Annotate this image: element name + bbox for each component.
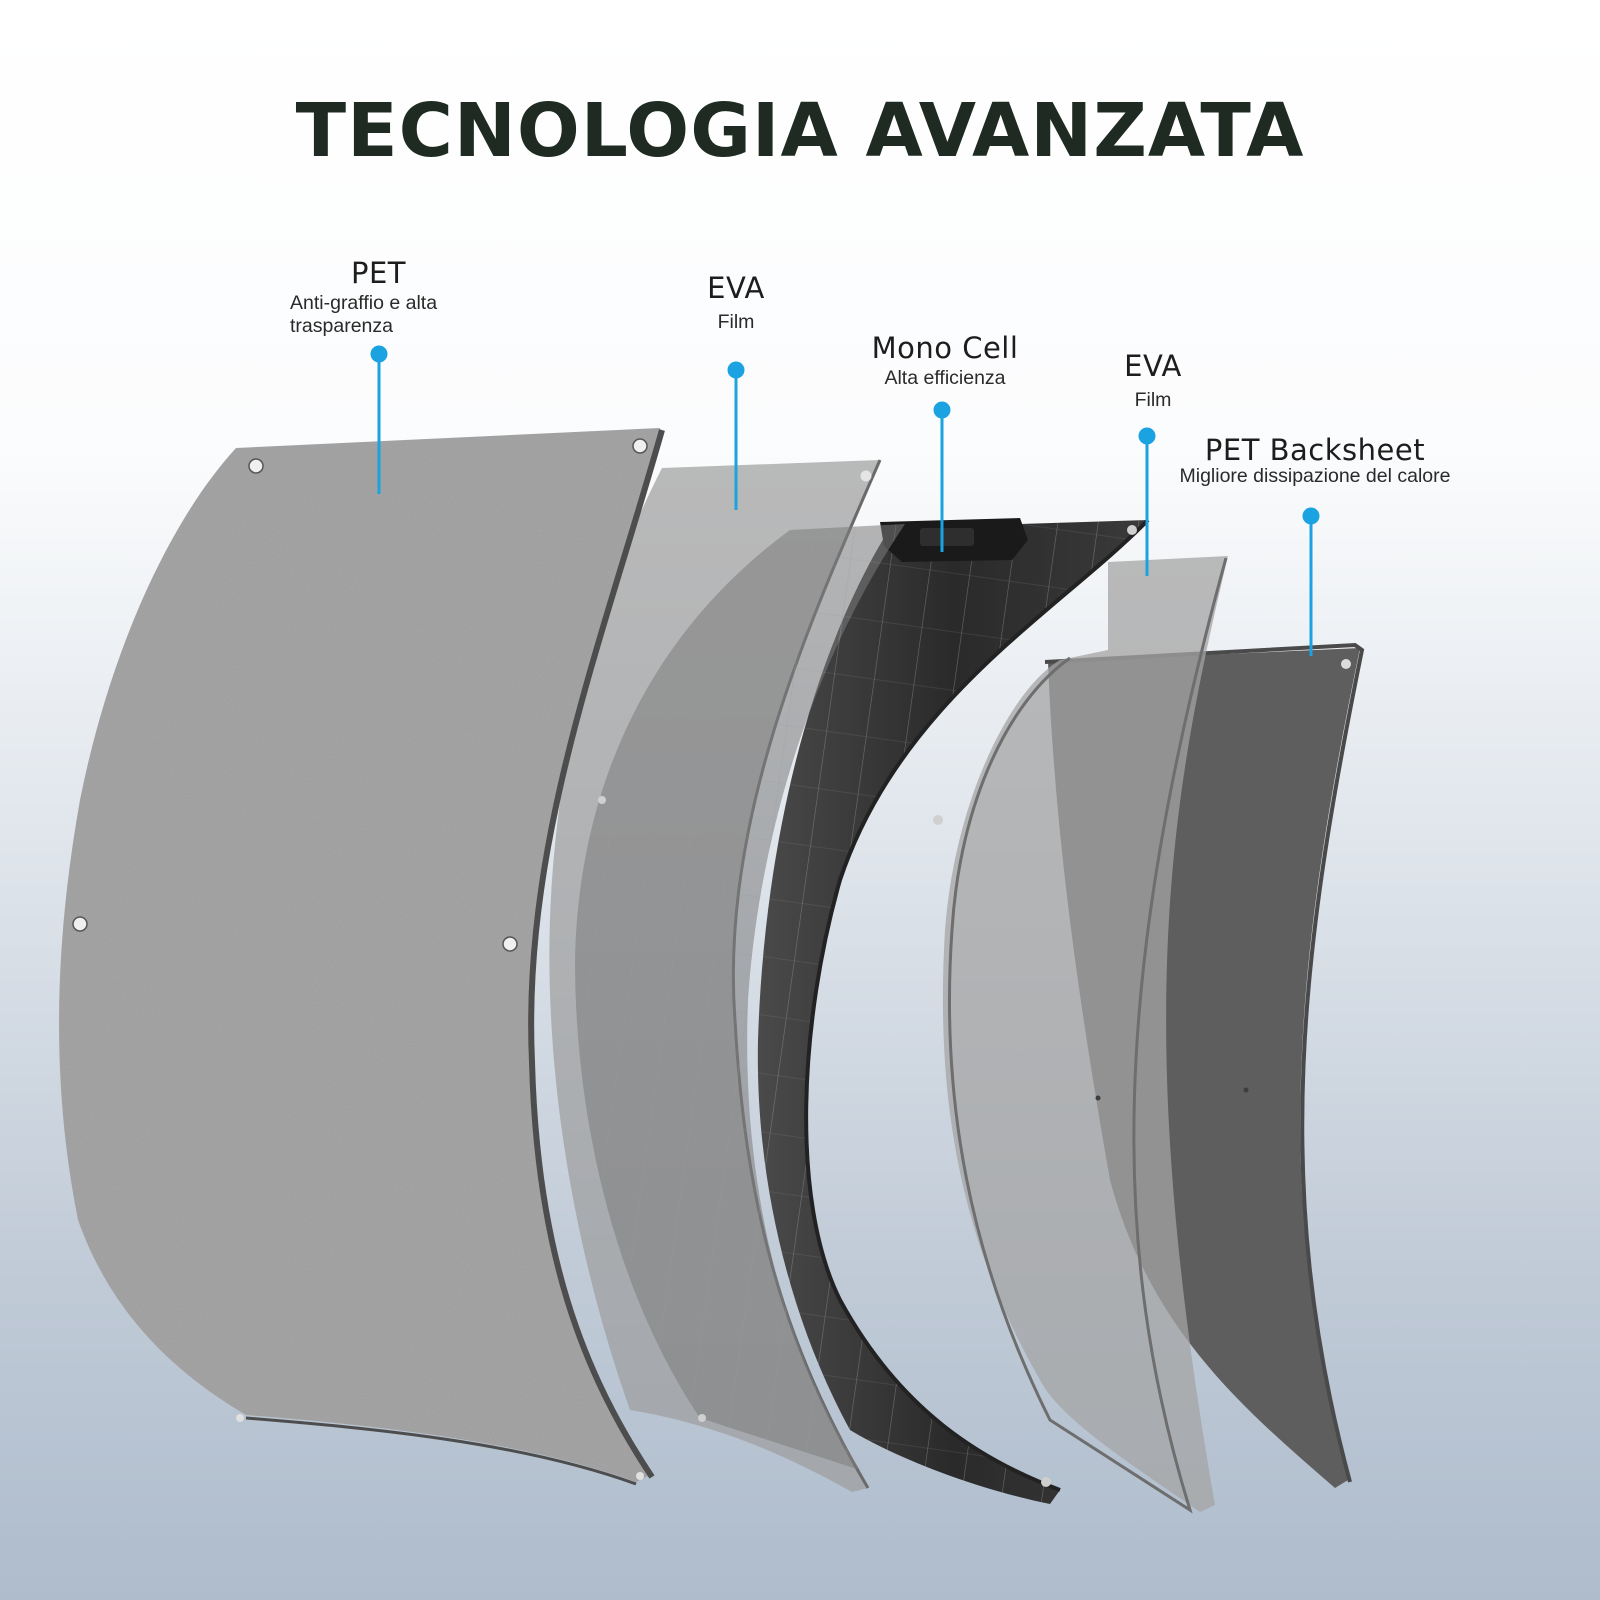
label-eva-back: EVA Film [1103,352,1203,411]
mono-cell-layer [757,518,1150,1504]
eva-back-layer [942,556,1228,1514]
label-mono-cell-desc: Alta efficienza [884,367,1006,389]
callout-pet-backsheet [1302,507,1320,656]
pet-front-layer [59,428,665,1486]
label-eva-back-desc: Film [1134,389,1172,411]
mount-hole-icon [1341,659,1351,669]
junction-box-icon [880,518,1028,562]
callout-eva-front [727,361,745,510]
label-pet-backsheet-name: PET Backsheet [1204,433,1426,467]
label-pet-backsheet: PET Backsheet Migliore dissipazione del … [1150,436,1480,487]
label-pet: PET Anti-graffio e alta trasparenza [290,259,437,336]
callout-mono-cell [933,401,951,552]
label-eva-front: EVA Film [686,274,786,333]
callout-pet [370,345,388,494]
label-pet-desc-2: trasparenza [290,314,393,337]
label-mono-cell-name: Mono Cell [871,331,1019,365]
label-eva-front-name: EVA [707,271,765,305]
label-pet-desc-1: Anti-graffio e alta [290,292,438,314]
label-pet-name: PET [351,256,407,290]
label-pet-backsheet-desc: Migliore dissipazione del calore [1179,465,1451,487]
label-eva-front-desc: Film [717,311,755,333]
label-mono-cell: Mono Cell Alta efficienza [840,334,1050,389]
callout-eva-back [1138,427,1156,576]
cell-sheet-shadow [575,524,905,1470]
label-eva-back-name: EVA [1124,349,1182,383]
page-title: TECNOLOGIA AVANZATA [295,88,1305,174]
